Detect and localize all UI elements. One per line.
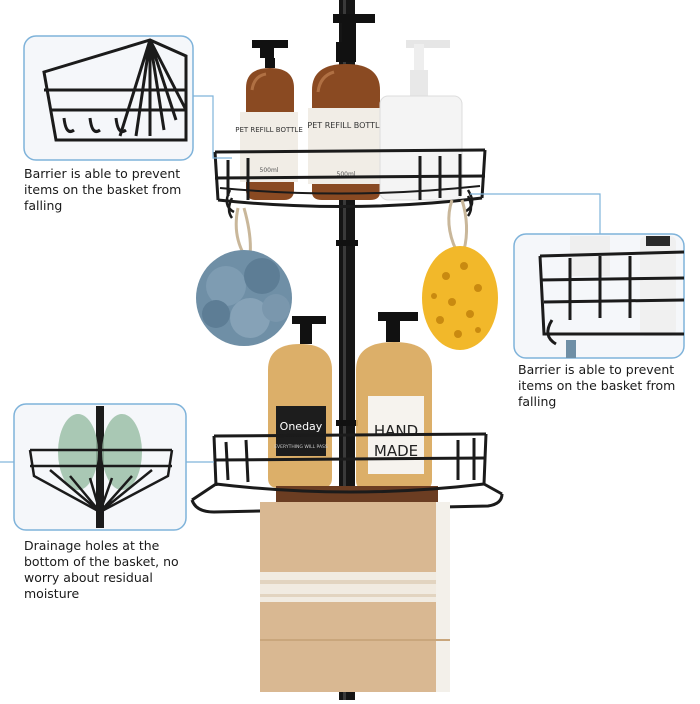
- top-shelf-bottles: PET REFILL BOTTLE 500ml PET REFILL BOTTL…: [235, 14, 463, 201]
- oneday-bottle: Oneday EVERYTHING WILL PASS: [268, 316, 332, 488]
- oneday-bottle-label: Oneday: [280, 420, 323, 433]
- hand-made-bottle: HAND MADE: [356, 312, 432, 490]
- callout-right-frame: [513, 233, 685, 359]
- callout-top-left-caption-line1: Barrier is able to prevent: [24, 166, 180, 181]
- callout-bottom-left-caption-line4: moisture: [24, 586, 79, 601]
- callout-top-left-caption-line3: falling: [24, 198, 62, 213]
- callout-top-left-caption-line2: items on the basket from: [24, 182, 181, 197]
- refill-bottle-2-label: PET REFILL BOTTLE: [307, 121, 384, 130]
- refill-bottle-1-label: PET REFILL BOTTLE: [235, 126, 303, 134]
- callout-right-caption-line1: Barrier is able to prevent: [518, 362, 674, 377]
- hand-made-line1: HAND: [374, 422, 418, 440]
- oneday-bottle-sublabel: EVERYTHING WILL PASS: [274, 444, 328, 450]
- refill-bottle-1: PET REFILL BOTTLE 500ml: [235, 40, 303, 200]
- callout-top-left-frame: [23, 35, 194, 161]
- refill-bottle-1-volume: 500ml: [260, 167, 279, 174]
- callout-right-caption-line2: items on the basket from: [518, 378, 675, 393]
- callout-bottom-left-frame: [13, 403, 187, 531]
- blue-loofah-pouf: [196, 207, 292, 346]
- yellow-sponge: [422, 199, 498, 350]
- hand-made-line2: MADE: [374, 442, 418, 460]
- callout-right-caption-line3: falling: [518, 394, 556, 409]
- callout-bottom-left-caption-line3: worry about residual: [24, 570, 153, 585]
- top-wire-basket: [213, 148, 487, 219]
- callout-bottom-left-caption-line2: bottom of the basket, no: [24, 554, 179, 569]
- refill-bottle-2-volume: 500ml: [337, 171, 356, 178]
- hanging-towel: [260, 502, 450, 692]
- refill-bottle-2: PET REFILL BOTTLE 500ml: [307, 14, 385, 200]
- bottom-shelf-bottles: Oneday EVERYTHING WILL PASS HAND MADE: [268, 312, 432, 490]
- bottom-wire-basket: [190, 432, 504, 514]
- callout-bottom-left-caption-line1: Drainage holes at the: [24, 538, 160, 553]
